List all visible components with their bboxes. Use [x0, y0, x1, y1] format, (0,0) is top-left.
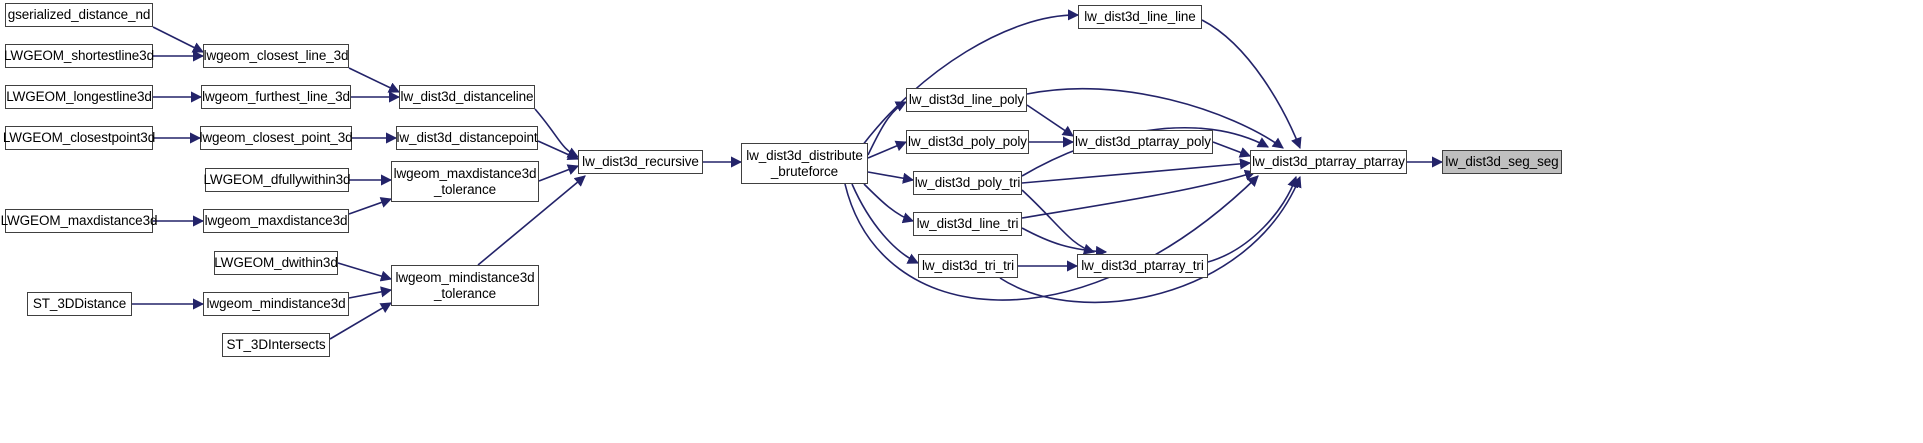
node-lwgeom-mindistance3d[interactable]: lwgeom_mindistance3d: [203, 292, 349, 316]
edge-lw_dist3d_ptarray_tri-lw_dist3d_ptarray_ptarray: [1207, 175, 1299, 263]
node-lw-dist3d-ptarray-poly[interactable]: lw_dist3d_ptarray_poly: [1073, 130, 1213, 154]
node-lw-dist3d-ptarray-tri[interactable]: lw_dist3d_ptarray_tri: [1077, 254, 1208, 278]
node-lw-dist3d-line-tri[interactable]: lw_dist3d_line_tri: [913, 212, 1022, 236]
edge-lw_dist3d_poly_tri-lw_dist3d_ptarray_ptarray: [1021, 158, 1252, 184]
node-lwgeom-dfullywithin3d[interactable]: LWGEOM_dfullywithin3d: [204, 168, 351, 192]
node-gserialized-distance-nd[interactable]: gserialized_distance_nd: [5, 3, 153, 27]
edge-lwgeom_maxdistance3d_tolerance-lw_dist3d_recursive: [538, 164, 580, 182]
edge-lwgeom_mindistance3d-lwgeom_mindistance3d_tolerance: [348, 286, 393, 299]
node-lw-dist3d-tri-tri[interactable]: lw_dist3d_tri_tri: [918, 254, 1018, 278]
edge-lw_dist3d_ptarray_poly-lw_dist3d_ptarray_ptarray: [1212, 141, 1252, 158]
node-lwgeom-furthest-line-3d[interactable]: lwgeom_furthest_line_3d: [201, 85, 351, 109]
edge-lw_dist3d_distribute_bruteforce-lw_dist3d_poly_poly: [867, 140, 908, 159]
node-lwgeom-closest-point-3d[interactable]: lwgeom_closest_point_3d: [199, 126, 353, 150]
edge-lw_dist3d_tri_tri-lw_dist3d_ptarray_ptarray: [999, 175, 1302, 304]
node-lw-dist3d-line-line[interactable]: lw_dist3d_line_line: [1078, 5, 1202, 29]
node-lwgeom-shortestline3d[interactable]: LWGEOM_shortestline3d: [4, 44, 154, 68]
edge-lw_dist3d_distanceline-lw_dist3d_recursive: [534, 108, 580, 158]
node-lw-dist3d-ptarray-ptarray[interactable]: lw_dist3d_ptarray_ptarray: [1250, 150, 1407, 174]
edge-lw_dist3d_distribute_bruteforce-lw_dist3d_line_poly: [867, 101, 908, 156]
node-lw-dist3d-distribute-bruteforce[interactable]: lw_dist3d_distribute _bruteforce: [741, 143, 868, 184]
node-lwgeom-dwithin3d[interactable]: LWGEOM_dwithin3d: [214, 251, 338, 275]
edge-lw_dist3d_poly_tri-lw_dist3d_ptarray_tri: [1021, 189, 1096, 255]
node-lw-dist3d-line-poly[interactable]: lw_dist3d_line_poly: [906, 88, 1027, 112]
node-lw-dist3d-recursive[interactable]: lw_dist3d_recursive: [578, 150, 703, 174]
node-lwgeom-maxdistance3d-entry[interactable]: LWGEOM_maxdistance3d: [1, 209, 158, 233]
node-st-3dintersects[interactable]: ST_3DIntersects: [222, 333, 330, 357]
node-lwgeom-closestpoint3d[interactable]: LWGEOM_closestpoint3d: [3, 126, 155, 150]
node-st-3ddistance[interactable]: ST_3DDistance: [27, 292, 132, 316]
node-lwgeom-maxdistance3d[interactable]: lwgeom_maxdistance3d: [203, 209, 349, 233]
edge-lw_dist3d_distancepoint-lw_dist3d_recursive: [537, 140, 580, 160]
edge-lw_dist3d_distribute_bruteforce-lw_dist3d_poly_tri: [867, 171, 915, 184]
node-lwgeom-maxdistance3d-tolerance[interactable]: lwgeom_maxdistance3d _tolerance: [391, 161, 539, 202]
edge-lw_dist3d_distribute_bruteforce-lw_dist3d_tri_tri: [851, 183, 920, 264]
node-lw-dist3d-distancepoint[interactable]: lw_dist3d_distancepoint: [396, 126, 538, 150]
node-lwgeom-mindistance3d-tolerance[interactable]: lwgeom_mindistance3d _tolerance: [391, 265, 539, 306]
edge-lw_dist3d_distribute_bruteforce-lw_dist3d_line_line: [861, 9, 1080, 147]
edge-lw_dist3d_line_tri-lw_dist3d_ptarray_ptarray: [1021, 169, 1257, 219]
node-lw-dist3d-poly-poly[interactable]: lw_dist3d_poly_poly: [906, 130, 1029, 154]
node-lw-dist3d-poly-tri[interactable]: lw_dist3d_poly_tri: [913, 171, 1022, 195]
edge-lw_dist3d_line_tri-lw_dist3d_ptarray_tri: [1021, 227, 1108, 258]
edge-lw_dist3d_distribute_bruteforce-lw_dist3d_line_tri: [863, 183, 915, 224]
edge-lwgeom_maxdistance3d-lwgeom_maxdistance3d_tolerance: [348, 197, 393, 215]
edge-lw_dist3d_line_poly-lw_dist3d_ptarray_poly: [1026, 104, 1074, 137]
node-lw-dist3d-seg-seg[interactable]: lw_dist3d_seg_seg: [1442, 150, 1562, 174]
node-lwgeom-closest-line-3d[interactable]: lwgeom_closest_line_3d: [203, 44, 349, 68]
edge-gserialized_distance_nd-lwgeom_closest_line_3d: [152, 26, 205, 53]
edge-LWGEOM_dwithin3d-lwgeom_mindistance3d_tolerance: [337, 262, 393, 282]
node-lw-dist3d-distanceline[interactable]: lw_dist3d_distanceline: [399, 85, 535, 109]
edge-lwgeom_closest_line_3d-lw_dist3d_distanceline: [348, 67, 401, 93]
edge-lw_dist3d_distribute_bruteforce-lw_dist3d_ptarray_ptarray: [844, 175, 1259, 301]
node-lwgeom-longestline3d[interactable]: LWGEOM_longestline3d: [5, 85, 153, 109]
edge-lw_dist3d_line_line-lw_dist3d_ptarray_ptarray: [1201, 19, 1302, 150]
